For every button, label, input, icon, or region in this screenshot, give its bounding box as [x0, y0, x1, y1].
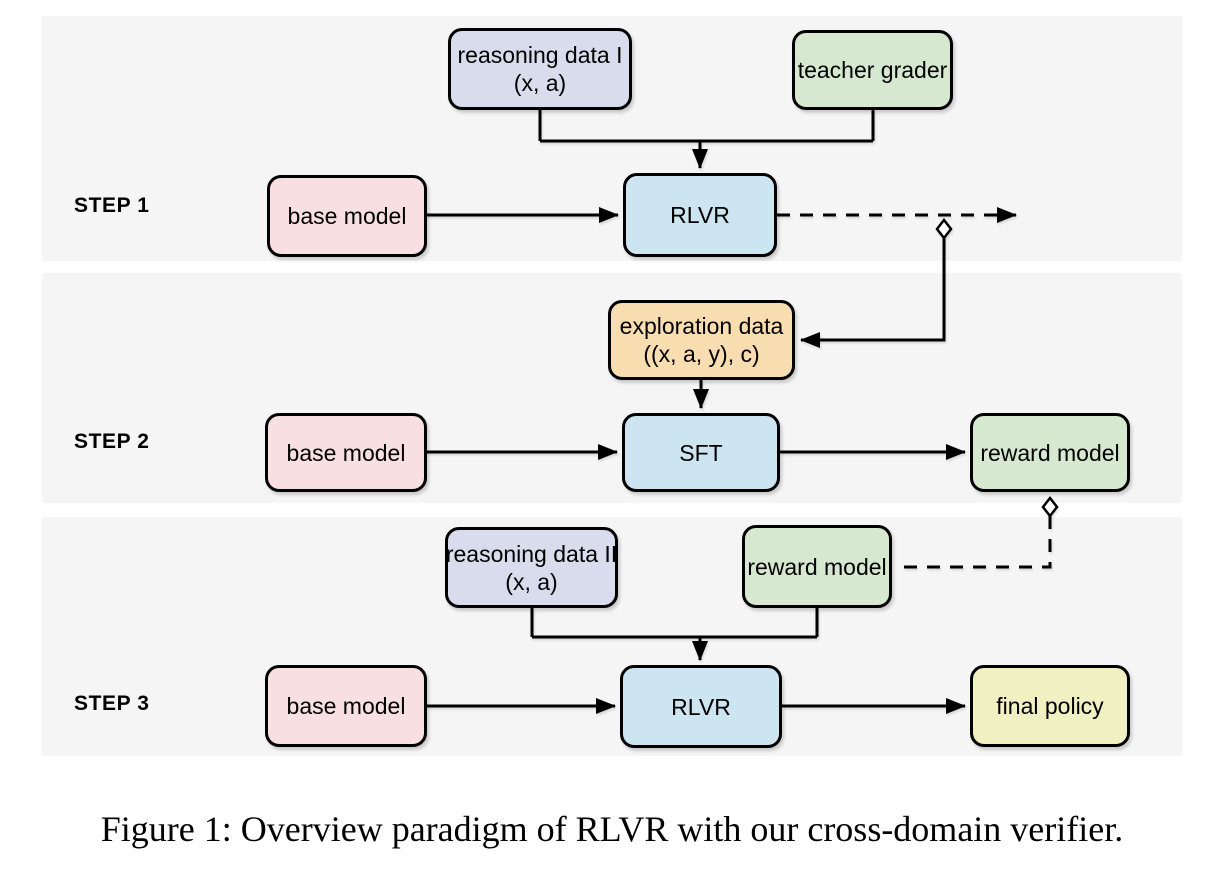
figure-caption: Figure 1: Overview paradigm of RLVR with…: [100, 809, 1124, 849]
teacher-grader-box: teacher grader: [792, 30, 953, 110]
reasoning-data-2-box-label: reasoning data II: [445, 540, 618, 567]
base-model-step1-box-label: base model: [287, 203, 407, 229]
base-model-step3-box-label: base model: [286, 693, 406, 719]
base-model-step2-box-label: base model: [286, 439, 406, 466]
reasoning-data-1-box: reasoning data I(x, a): [448, 28, 632, 110]
base-model-step1-box: base model: [267, 175, 427, 257]
reasoning-data-1-box-label: reasoning data I: [457, 42, 623, 68]
reasoning-data-2-box-label: (x, a): [505, 568, 558, 595]
reward-model-step2-box-label: reward model: [980, 439, 1120, 466]
sft-box: SFT: [622, 413, 780, 492]
exploration-data-box: exploration data((x, a, y), c): [608, 300, 795, 380]
rlvr-step1-box-label: RLVR: [670, 202, 730, 228]
reward-model-step3-box-label: reward model: [747, 553, 887, 580]
rlvr-step3-box-label: RLVR: [671, 693, 731, 720]
reasoning-data-2-box: reasoning data II(x, a): [445, 527, 618, 608]
reward-model-step2-box: reward model: [970, 413, 1130, 492]
base-model-step2-box: base model: [265, 413, 427, 492]
rlvr-step1-box: RLVR: [623, 173, 777, 257]
step-label-1: STEP 1: [74, 194, 150, 217]
teacher-grader-box-label: teacher grader: [797, 57, 948, 83]
reasoning-data-1-box-label: (x, a): [513, 70, 567, 96]
step-label-2: STEP 2: [74, 430, 150, 453]
sft-box-label: SFT: [679, 439, 723, 466]
rlvr-step3-box: RLVR: [620, 665, 782, 748]
exploration-data-box-label: exploration data: [619, 313, 784, 339]
reward-model-step3-box: reward model: [742, 525, 892, 608]
base-model-step3-box: base model: [265, 665, 427, 747]
exploration-data-box-label: ((x, a, y), c): [643, 341, 760, 367]
final-policy-box-label: final policy: [996, 693, 1104, 719]
final-policy-box: final policy: [970, 665, 1130, 747]
step-label-3: STEP 3: [74, 692, 150, 715]
